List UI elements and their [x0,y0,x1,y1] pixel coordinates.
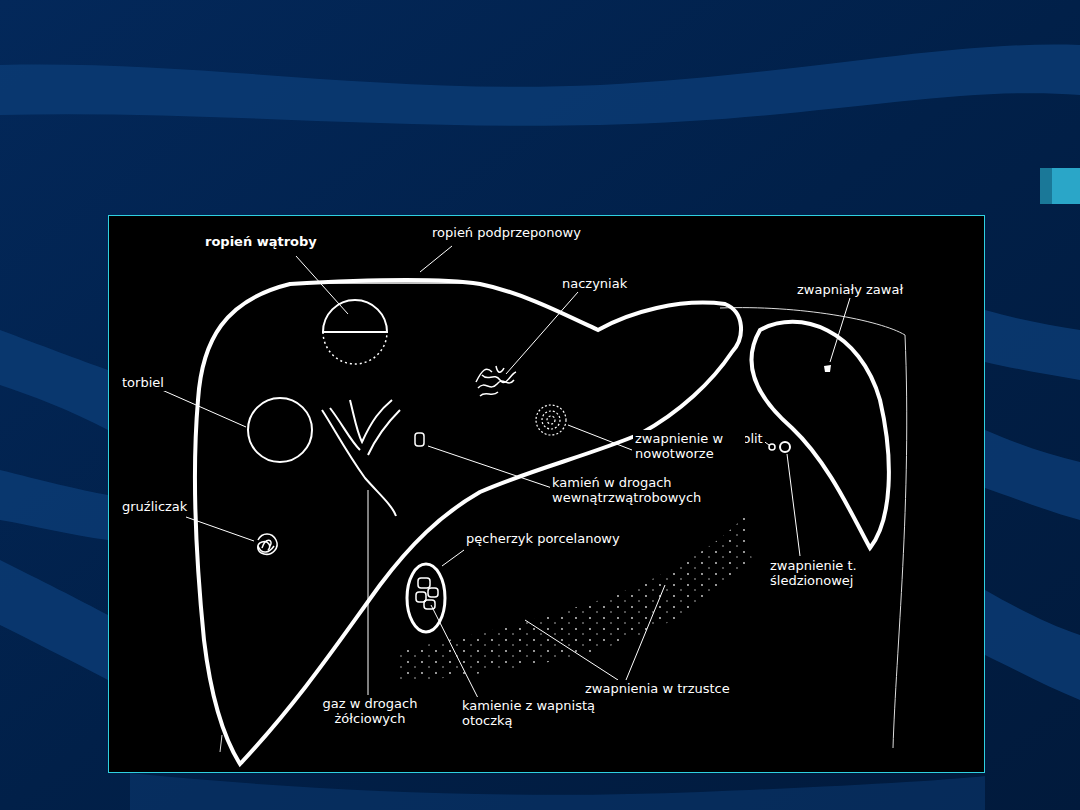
callout-label: ropień podprzeponowy [430,224,583,241]
callout-label: naczyniak [560,275,629,292]
callout-label: ropień wątroby [203,233,319,250]
callout-label: zwapnienie w nowotworze [633,430,745,462]
callout-label: zwapniały zawał [795,281,905,298]
callout-label: torbiel [120,374,166,391]
callout-label: kamień w drogach wewnątrzwątrobowych [550,474,715,506]
callout-label: gaz w drogach żółciowych [318,695,422,727]
callout-label: gruźliczak [120,498,189,515]
callout-label: kamienie z wapnistą otoczką [460,697,598,729]
callout-label: zwapnienia w trzustce [583,680,732,697]
callout-label: pęcherzyk porcelanowy [464,530,622,547]
image-panel [108,215,985,773]
callout-label: zwapnienie t. śledzionowej [768,557,880,589]
